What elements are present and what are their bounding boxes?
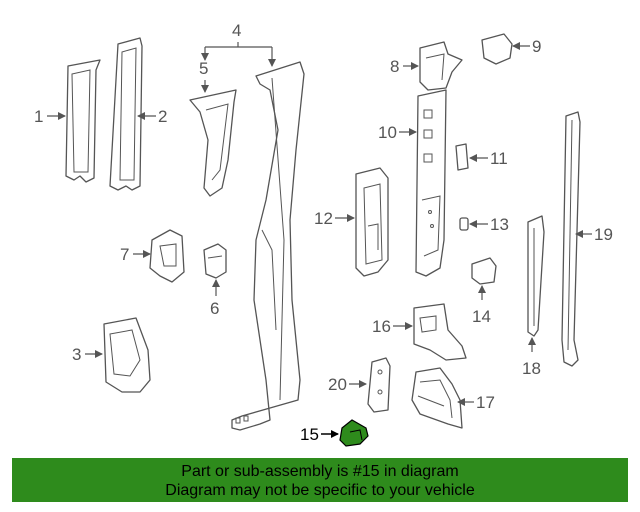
banner-line-2: Diagram may not be specific to your vehi… <box>165 482 475 499</box>
svg-text:12: 12 <box>314 209 333 228</box>
svg-text:13: 13 <box>490 215 509 234</box>
part-18-strip[interactable] <box>527 215 545 337</box>
part-12-reinforcement[interactable] <box>355 167 389 277</box>
svg-text:16: 16 <box>372 317 391 336</box>
part-2-pillar-trim[interactable] <box>109 37 143 191</box>
svg-text:11: 11 <box>490 149 508 168</box>
callout-3: 3 <box>72 345 103 364</box>
svg-text:19: 19 <box>594 225 613 244</box>
svg-text:10: 10 <box>378 123 397 142</box>
part-19-weatherstrip[interactable] <box>561 111 581 367</box>
part-10-inner-panel[interactable] <box>415 89 447 277</box>
callout-20: 20 <box>328 375 367 394</box>
highlight-info-banner: Part or sub-assembly is #15 in diagram D… <box>12 458 628 502</box>
svg-text:20: 20 <box>328 375 347 394</box>
svg-text:7: 7 <box>120 245 129 264</box>
callout-10: 10 <box>378 123 417 142</box>
callout-1: 1 <box>34 107 66 126</box>
svg-text:6: 6 <box>210 299 219 318</box>
callout-17: 17 <box>457 393 495 412</box>
part-4-center-pillar[interactable] <box>231 61 305 431</box>
part-3-lower-panel[interactable] <box>103 317 151 393</box>
callout-12: 12 <box>314 209 355 228</box>
callout-14: 14 <box>472 285 491 326</box>
part-17-curved-panel[interactable] <box>411 367 463 429</box>
svg-text:2: 2 <box>158 107 167 126</box>
svg-text:15: 15 <box>300 425 319 444</box>
callout-19: 19 <box>575 225 613 244</box>
svg-text:18: 18 <box>522 359 541 378</box>
banner-line-1: Part or sub-assembly is #15 in diagram <box>181 463 459 480</box>
svg-text:5: 5 <box>199 59 208 78</box>
svg-text:14: 14 <box>472 307 491 326</box>
callout-6: 6 <box>210 279 220 318</box>
svg-text:9: 9 <box>532 37 541 56</box>
callout-4: 4 <box>201 21 276 67</box>
svg-text:8: 8 <box>390 57 399 76</box>
svg-text:1: 1 <box>34 107 43 126</box>
part-6-bracket[interactable] <box>203 243 227 279</box>
part-11-plate[interactable] <box>455 143 469 171</box>
callout-2: 2 <box>137 107 167 126</box>
part-1-pillar-trim[interactable] <box>65 59 101 183</box>
exploded-parts-diagram: 1 2 4 5 7 <box>34 21 613 447</box>
svg-text:17: 17 <box>476 393 495 412</box>
callout-16: 16 <box>372 317 413 336</box>
svg-text:3: 3 <box>72 345 81 364</box>
part-15-highlighted[interactable] <box>339 419 369 447</box>
callout-8: 8 <box>390 57 419 76</box>
callout-18: 18 <box>522 337 541 378</box>
callout-9: 9 <box>512 37 541 56</box>
part-13-clip[interactable] <box>459 217 469 231</box>
part-14-bracket[interactable] <box>471 257 497 285</box>
part-5-upper-pillar[interactable] <box>189 89 237 197</box>
part-8-bracket[interactable] <box>419 41 463 91</box>
part-16-lower-bracket[interactable] <box>413 303 467 361</box>
callout-15: 15 <box>300 425 339 444</box>
callout-11: 11 <box>469 149 508 168</box>
callout-13: 13 <box>469 215 509 234</box>
part-20-small-panel[interactable] <box>367 357 391 413</box>
part-7-bracket[interactable] <box>149 229 185 283</box>
callout-5: 5 <box>199 59 209 93</box>
part-9-cap[interactable] <box>481 33 513 65</box>
svg-text:4: 4 <box>232 21 241 40</box>
callout-7: 7 <box>120 245 151 264</box>
